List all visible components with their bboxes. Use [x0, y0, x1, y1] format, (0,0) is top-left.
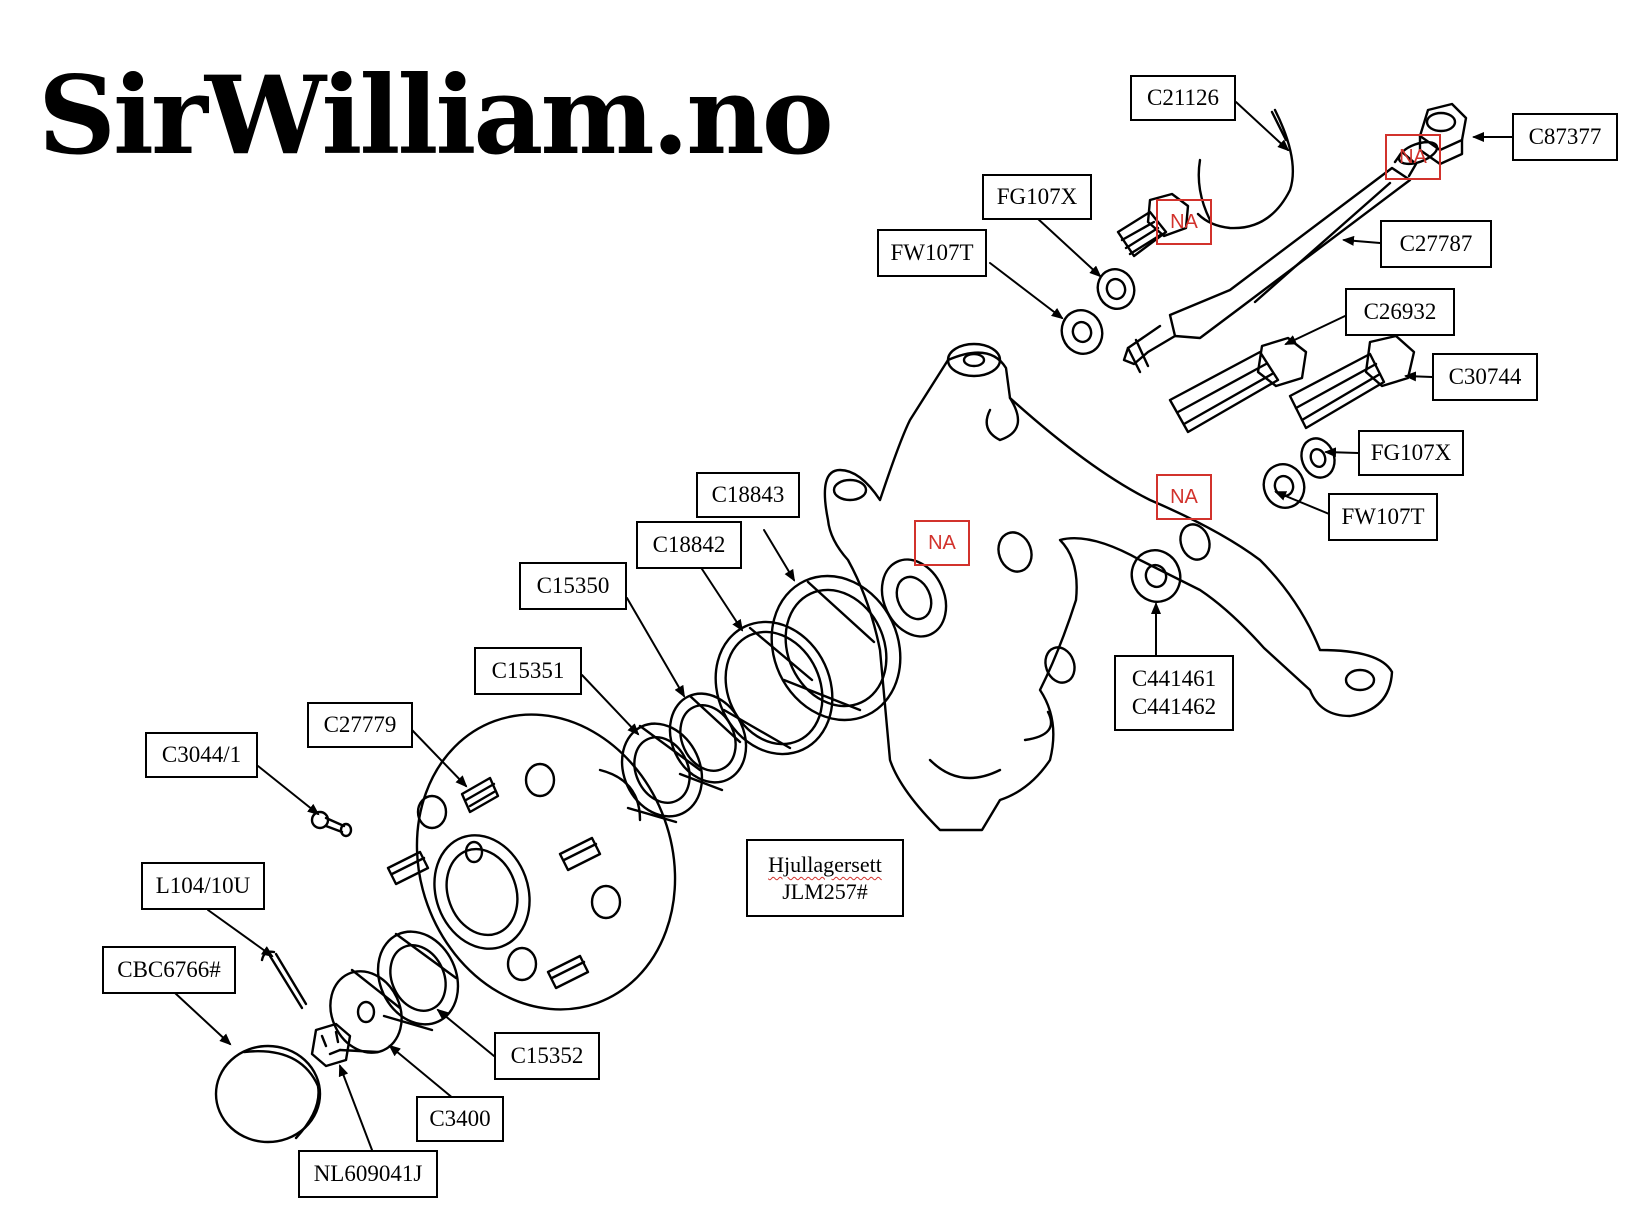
label-c87377: C87377 — [1512, 113, 1618, 161]
flat-washer-fw107t-right — [1262, 463, 1306, 509]
site-logo: SirWilliam.no — [38, 53, 834, 179]
bolt-top — [1116, 192, 1190, 258]
label-c15352: C15352 — [494, 1032, 600, 1080]
label-fg107x-top: FG107X — [982, 174, 1092, 220]
spring-washer-fg107x-top — [1096, 268, 1136, 310]
spacer-c15350 — [668, 692, 748, 792]
castle-nut-nl609041j — [310, 1022, 352, 1068]
kit-title: Hjullagersett — [768, 852, 882, 877]
label-c27779: C27779 — [307, 702, 413, 748]
label-c15350: C15350 — [519, 562, 627, 610]
washer-c3400 — [329, 968, 403, 1054]
seal-c18842 — [714, 620, 834, 756]
na-marker: NA — [1156, 199, 1212, 245]
inner-bearing-c15351 — [620, 722, 704, 824]
washer-c441461 — [1130, 549, 1182, 603]
kit-code: JLM257# — [782, 879, 868, 904]
label-l104-10u: L104/10U — [141, 862, 265, 910]
grease-nipple-c3044-1 — [310, 810, 353, 838]
label-c15351: C15351 — [474, 647, 582, 695]
na-marker: NA — [914, 520, 970, 566]
steering-arm-c27787 — [1122, 150, 1418, 374]
label-cbc6766: CBC6766# — [102, 946, 236, 994]
dust-cap-cbc6766 — [214, 1044, 322, 1144]
na-marker: NA — [1385, 134, 1441, 180]
label-c3044-1: C3044/1 — [145, 732, 258, 778]
na-marker: NA — [1156, 474, 1212, 520]
label-fg107x-right: FG107X — [1358, 430, 1464, 476]
label-nl609041j: NL609041J — [298, 1150, 438, 1198]
label-c30744: C30744 — [1432, 353, 1538, 401]
label-c27787: C27787 — [1380, 220, 1492, 268]
split-pin-l104-10u — [260, 950, 308, 1010]
label-c3400: C3400 — [416, 1096, 504, 1142]
label-c21126: C21126 — [1130, 75, 1236, 121]
label-c18842: C18842 — [636, 521, 742, 569]
wheel-bearing-kit-box: Hjullagersett JLM257# — [746, 839, 904, 917]
label-fw107t-top: FW107T — [877, 229, 987, 277]
outer-bearing-c15352 — [376, 930, 460, 1032]
bolt-c30744 — [1288, 334, 1416, 430]
bolt-c26932 — [1168, 336, 1308, 434]
wheel-hub — [415, 713, 677, 1011]
label-c441462: C441462 — [1131, 694, 1217, 719]
label-c26932: C26932 — [1345, 288, 1455, 336]
spring-washer-fg107x-right — [1300, 437, 1336, 479]
label-c441461-c441462: C441461 C441462 — [1114, 655, 1234, 731]
stub-axle-upright — [823, 342, 1394, 832]
label-c18843: C18843 — [696, 472, 800, 518]
leader-lines — [174, 101, 1513, 1151]
flat-washer-fw107t-top — [1060, 309, 1104, 355]
label-c441461: C441461 — [1131, 666, 1217, 691]
circlip-c21126 — [1196, 108, 1295, 230]
label-fw107t-right: FW107T — [1328, 493, 1438, 541]
wheel-stud-c27779 — [386, 776, 602, 990]
